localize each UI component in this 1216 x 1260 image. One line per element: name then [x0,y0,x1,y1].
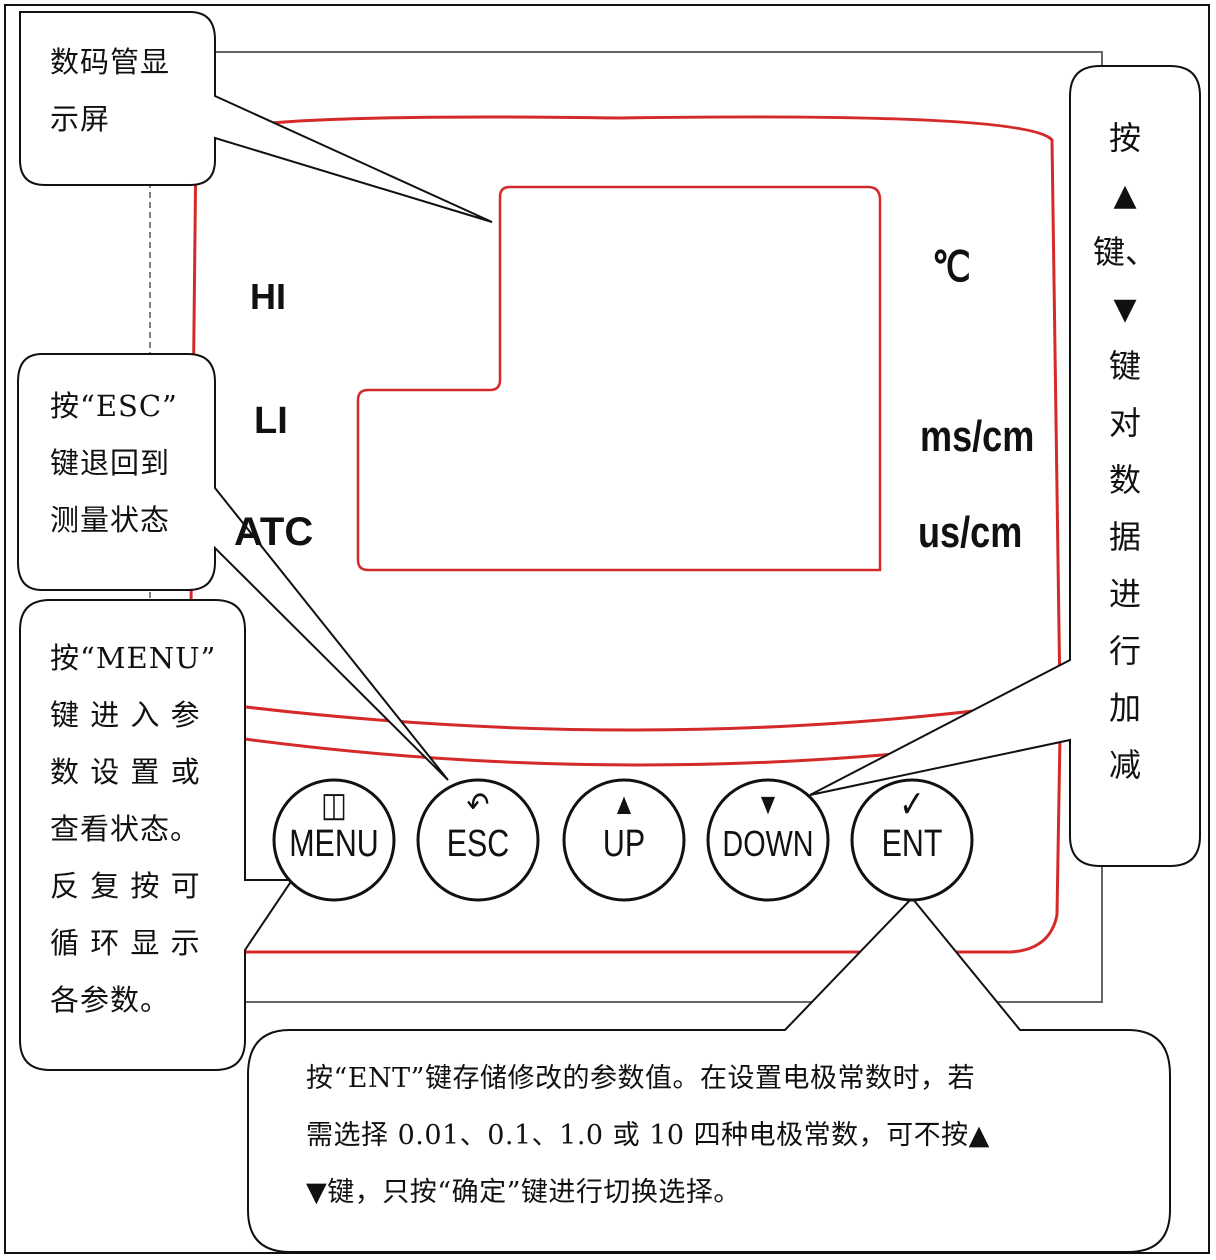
atc-indicator: ATC [234,510,314,554]
book-icon: ◫ [321,786,347,824]
callout-line: 循 环 显 示 [50,926,201,960]
callout-line: 测量状态 [50,503,171,537]
callout-line: 各参数。 [50,983,171,1017]
callout-char: 加 [1108,689,1141,727]
down-triangle-icon: ▼ [756,788,780,821]
callout-line: 示屏 [50,102,111,136]
callout-char: 行 [1108,632,1141,670]
callout-line: 按“ENT”键存储修改的参数值。在设置电极常数时，若 [306,1063,975,1094]
celsius-unit: ℃ [932,243,971,290]
callout-line: 数 设 置 或 [50,755,201,789]
display-callout-text: 数码管显 示屏 [50,34,170,148]
up-triangle-icon: ▲ [1113,178,1137,213]
up-button[interactable]: ▲ UP [564,788,684,866]
callout-line: 数码管显 [50,45,171,79]
esc-button[interactable]: ↶ ESC [418,788,538,866]
esc-button-label: ESC [446,823,510,865]
down-button-ring [706,778,830,902]
callout-line: 键退回到 [50,446,171,480]
li-indicator: LI [254,400,288,442]
menu-button-ring [272,778,396,902]
callout-line: 按“ESC” [50,389,178,423]
menu-callout-text: 按“MENU” 键 进 入 参 数 设 置 或 查看状态。 反 复 按 可 循 … [50,630,216,1029]
up-button-ring [562,778,686,902]
callout-char: 键、 [1092,233,1157,271]
updown-callout-text: 按 ▲ 键、 ▼ 键 对 数 据 进 行 加 减 [1090,110,1160,794]
ms-cm-unit: ms/cm [920,412,1035,461]
callout-char: 按 [1108,119,1141,157]
lcd-window-outline [356,185,882,572]
down-triangle-icon: ▼ [1113,292,1137,327]
callout-line: 键 进 入 参 [50,698,201,732]
callout-char: 键 [1108,347,1141,385]
up-triangle-icon: ▲ [612,788,636,821]
ent-button[interactable]: ✓ ENT [852,784,972,866]
up-button-label: UP [602,823,646,865]
callout-char: 进 [1108,575,1141,613]
callout-char: 数 [1108,461,1141,499]
updown-callout-bubble [809,65,1201,867]
callout-line: 需选择 0.01、0.1、1.0 或 10 四种电极常数，可不按▲ [306,1120,990,1151]
ent-callout-bubble [247,896,1171,1253]
ent-button-ring [850,778,974,902]
callout-char: 据 [1108,518,1141,556]
callout-char: 减 [1108,746,1141,784]
check-icon: ✓ [899,784,925,826]
ent-button-label: ENT [881,823,943,865]
menu-button[interactable]: ◫ MENU [274,788,394,866]
esc-callout-text: 按“ESC” 键退回到 测量状态 [50,378,178,549]
ent-callout-text: 按“ENT”键存储修改的参数值。在设置电极常数时，若 需选择 0.01、0.1、… [306,1050,990,1221]
callout-line: ▼键，只按“确定”键进行切换选择。 [306,1177,741,1208]
menu-callout-bubble [19,599,294,1071]
hi-indicator: HI [250,276,286,317]
esc-callout-bubble [17,353,449,781]
down-button-label: DOWN [722,823,814,864]
callout-line: 反 复 按 可 [50,869,201,903]
return-icon: ↶ [466,786,490,824]
callout-line: 按“MENU” [50,641,217,675]
us-cm-unit: us/cm [918,508,1023,557]
callout-line: 查看状态。 [50,812,201,846]
down-button[interactable]: ▼ DOWN [708,788,828,866]
panel-upper-outline [188,115,1062,732]
display-callout-bubble [19,11,493,223]
menu-button-label: MENU [289,823,379,865]
esc-button-ring [416,778,540,902]
callout-char: 对 [1108,404,1141,442]
